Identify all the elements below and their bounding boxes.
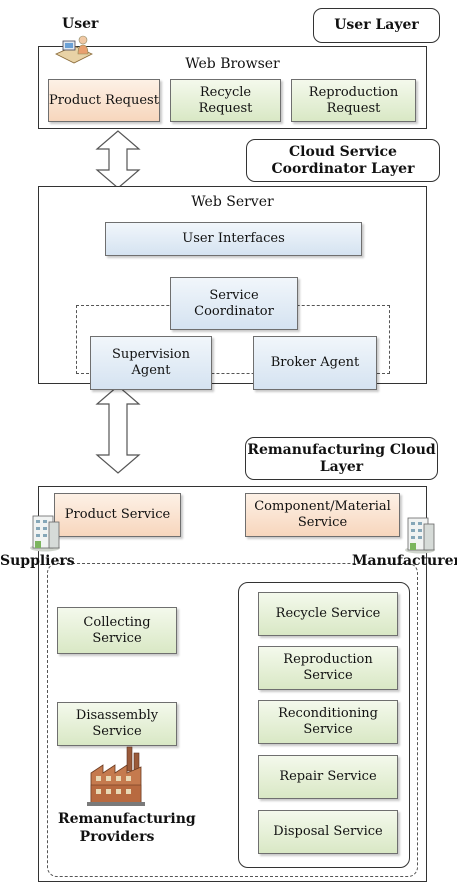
user-computer-icon <box>54 32 96 66</box>
supervision-agent-box: Supervision Agent <box>90 336 212 390</box>
product-service-box: Product Service <box>54 493 181 537</box>
recycle-service-box: Recycle Service <box>258 592 398 636</box>
manufacturers-label: Manufacturers <box>352 553 457 569</box>
collecting-service-box: Collecting Service <box>57 607 177 654</box>
reproduction-request-box: Reproduction Request <box>291 79 416 122</box>
web-server-title: Web Server <box>191 194 274 210</box>
reconditioning-service-box: Reconditioning Service <box>258 700 398 744</box>
product-request-box: Product Request <box>48 79 160 122</box>
user-label: User <box>62 16 99 32</box>
remanufacturing-providers-label: Remanufacturing Providers <box>58 811 196 845</box>
double-arrow-icon <box>95 130 141 189</box>
cloud-service-layer-label: Cloud Service Coordinator Layer <box>246 139 440 182</box>
double-arrow-icon <box>95 385 141 474</box>
disassembly-service-box: Disassembly Service <box>57 702 177 746</box>
recycle-request-box: Recycle Request <box>170 79 281 122</box>
remanufacturing-layer-label: Remanufacturing Cloud Layer <box>245 437 438 480</box>
broker-agent-box: Broker Agent <box>253 336 377 390</box>
web-browser-title: Web Browser <box>185 56 280 72</box>
factory-icon <box>87 745 145 807</box>
component-material-service-box: Component/Material Service <box>245 493 400 537</box>
providers-group <box>47 563 418 877</box>
suppliers-label: Suppliers <box>0 553 75 569</box>
service-coordinator-box: Service Coordinator <box>170 277 298 330</box>
user-interfaces-box: User Interfaces <box>105 222 362 256</box>
repair-service-box: Repair Service <box>258 755 398 799</box>
disposal-service-box: Disposal Service <box>258 810 398 854</box>
manufacturer-building-icon <box>404 510 436 554</box>
reproduction-service-box: Reproduction Service <box>258 646 398 690</box>
supplier-building-icon <box>29 508 61 552</box>
user-layer-label: User Layer <box>313 8 440 43</box>
